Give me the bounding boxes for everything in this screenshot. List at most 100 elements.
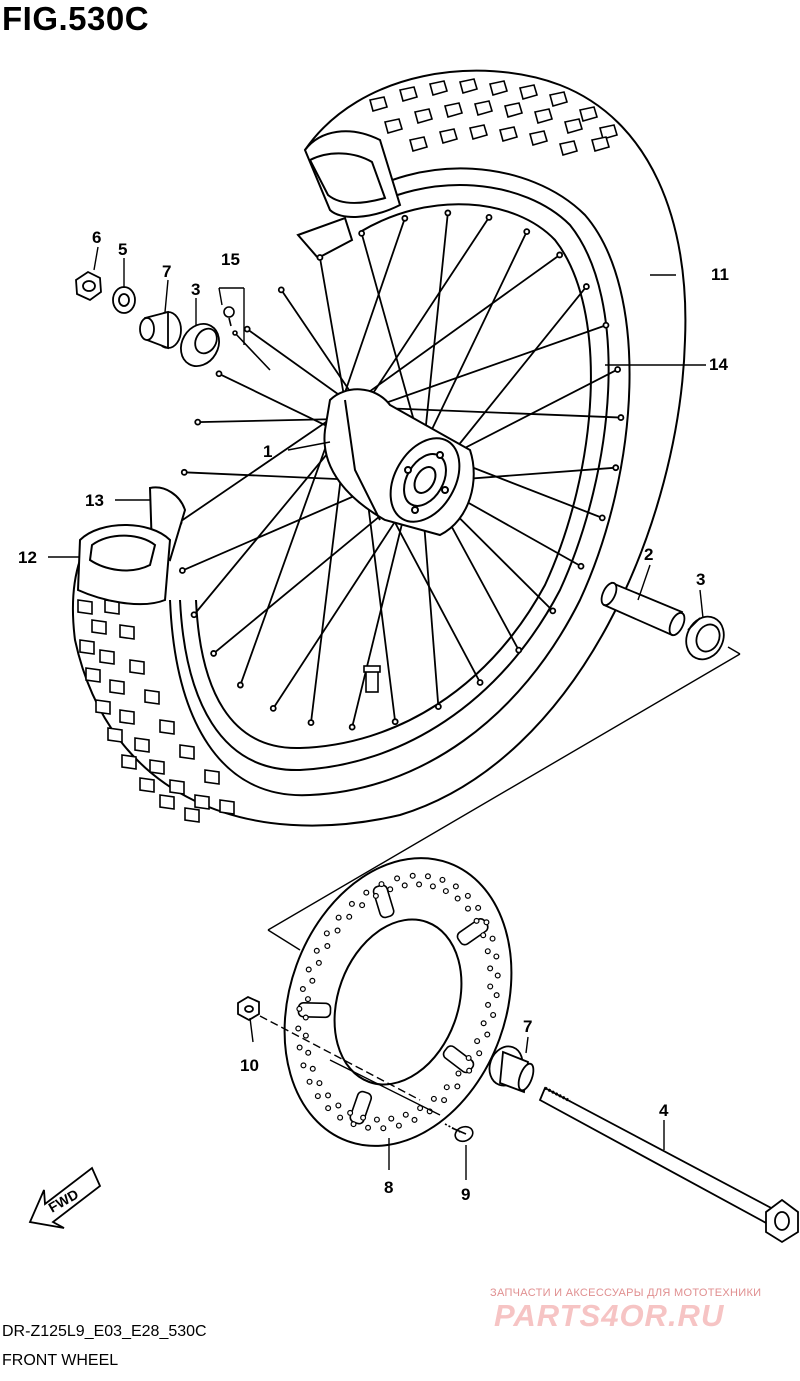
spoke (197, 418, 341, 424)
disc-hole (350, 1121, 357, 1128)
tread-block (159, 719, 175, 735)
spoke-nipple (316, 254, 324, 261)
callout-1: 1 (263, 442, 272, 461)
spoke-nipple (307, 719, 315, 726)
disc-hole (373, 1116, 380, 1123)
disc-hole (493, 953, 500, 960)
disc-hole (323, 930, 330, 937)
spoke-15-icon (223, 306, 271, 371)
tread-block (119, 624, 135, 640)
tread-block (184, 807, 200, 823)
tread-block (384, 118, 403, 134)
disc-hole (325, 1105, 332, 1112)
callout-15: 15 (221, 250, 240, 269)
bolt-10-icon (237, 995, 260, 1022)
disc-hole (309, 1065, 316, 1072)
tread-block (549, 91, 568, 107)
callout-6: 6 (92, 228, 101, 247)
tread-block (444, 102, 463, 118)
spoke (355, 216, 490, 420)
disc-hole (401, 882, 408, 889)
valve-stem (363, 665, 381, 693)
tread-block (591, 136, 610, 152)
spoke-nipple (602, 321, 610, 329)
tread-block (95, 699, 111, 715)
spoke-nipple (485, 214, 493, 221)
tread-blocks-top (369, 78, 618, 156)
disc-hole (324, 943, 331, 950)
tread-block (219, 799, 235, 815)
disc-cutouts (297, 884, 489, 1125)
tread-block (169, 779, 185, 795)
spoke-nipple (348, 723, 356, 731)
disc-hole (473, 917, 480, 924)
collar-7-icon (139, 310, 182, 350)
guide-lines (259, 646, 741, 1116)
tread-block (474, 100, 493, 116)
disc-hole (306, 1078, 313, 1085)
tread-block (134, 737, 150, 753)
disc-hole (476, 1050, 483, 1057)
disc-hole (424, 873, 431, 880)
spoke-nipple (515, 646, 523, 654)
disc-hole (380, 1125, 387, 1132)
bearing-3-right-icon (685, 615, 725, 661)
callout-8: 8 (384, 1178, 393, 1197)
spoke-nipple (444, 209, 452, 217)
disc-hole (487, 965, 494, 972)
disc-hole (494, 972, 501, 979)
disc-hole (305, 1049, 312, 1056)
disc-hole (480, 932, 487, 939)
disc-hole (489, 935, 496, 942)
disc-hole (475, 904, 482, 911)
disc-hole (334, 927, 341, 934)
tread-block (519, 84, 538, 100)
spoke-nipple (598, 514, 606, 522)
disc-hole (416, 881, 423, 888)
tread-block (599, 124, 618, 140)
disc-slot (372, 884, 395, 919)
hub (323, 388, 475, 537)
disc-hole (429, 883, 436, 890)
watermark-tagline: ЗАПЧАСТИ И АКСЕССУАРЫ ДЛЯ МОТОТЕХНИКИ (490, 1287, 762, 1299)
disc-hole (464, 905, 471, 912)
disc-holes (295, 872, 501, 1132)
tread-block (107, 727, 123, 743)
disc-hole (315, 959, 322, 966)
disc-hole (296, 1005, 303, 1012)
tread-block (129, 659, 145, 675)
disc-hole (335, 914, 342, 921)
tread-block (414, 108, 433, 124)
disc-hole (466, 1067, 473, 1074)
disc-hole (305, 966, 312, 973)
spoke-nipple (549, 607, 557, 615)
callout-3-right: 3 (696, 570, 705, 589)
disc-hole (360, 1114, 367, 1121)
tread-block (559, 140, 578, 156)
disc-hole (402, 1111, 409, 1118)
callout-7-upper: 7 (162, 262, 171, 281)
spoke-nipple (190, 611, 198, 619)
disc-slot (297, 1002, 332, 1019)
disc-hole (295, 1025, 302, 1032)
tread-block (469, 124, 488, 140)
callout-3-left: 3 (191, 280, 200, 299)
disc-hole (452, 883, 459, 890)
disc-hole (348, 900, 355, 907)
spoke-nipple (243, 325, 251, 333)
disc-hole (484, 948, 491, 955)
disc-hole (443, 1084, 450, 1091)
spoke (239, 406, 341, 686)
callout-4: 4 (659, 1101, 669, 1120)
callout-9: 9 (461, 1185, 470, 1204)
figure-title: FIG.530C (2, 0, 150, 37)
spoke (355, 406, 621, 419)
spoke-nipple (582, 283, 590, 290)
disc-hole (411, 1116, 418, 1123)
spoke-nipple (556, 251, 564, 259)
disc-hole (454, 1083, 461, 1090)
section-name: FRONT WHEEL (2, 1352, 119, 1369)
callout-13: 13 (85, 491, 104, 510)
spoke-nipple (434, 703, 442, 711)
